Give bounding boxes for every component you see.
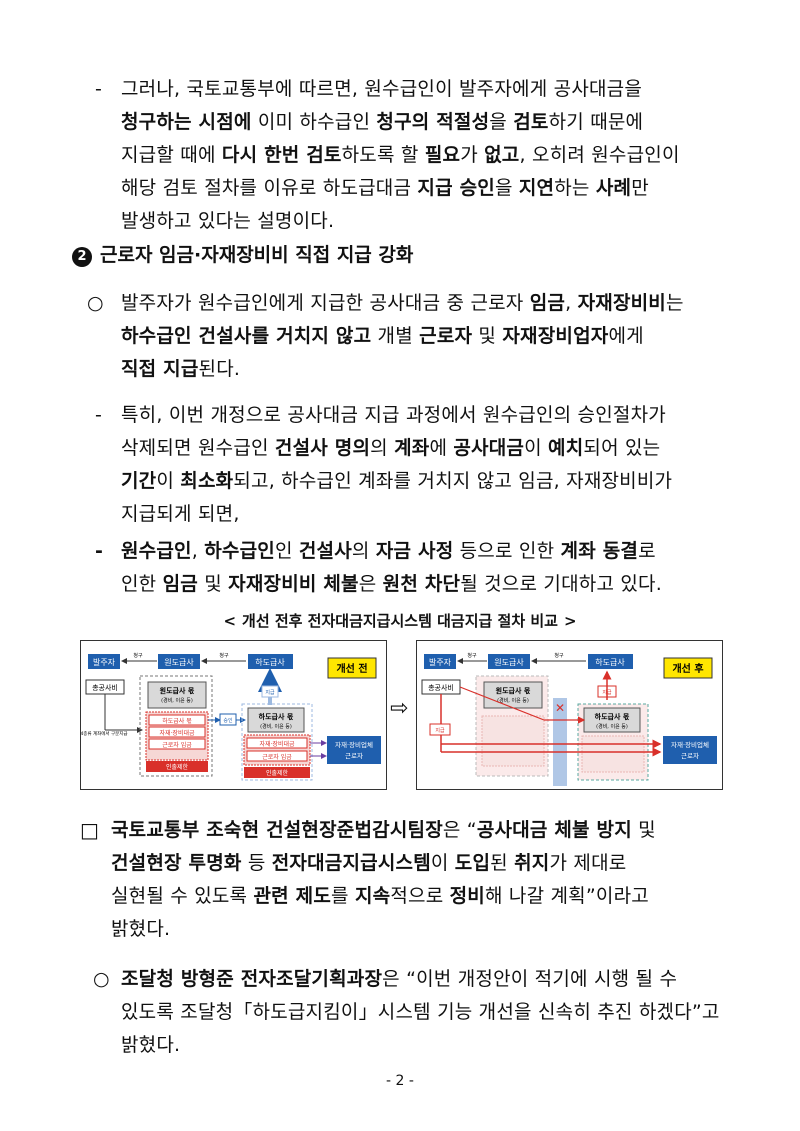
page-number: - 2 - <box>386 1073 414 1089</box>
after-prime-label: 원도급사 <box>494 658 524 667</box>
before-worker: 근로자 <box>345 751 363 760</box>
circle-marker: ○ <box>87 292 104 314</box>
text-line: 특히, 이번 개정으로 공사대금 지급 과정에서 원수급인의 승인절차가 <box>121 404 666 426</box>
section-number: 2 <box>72 247 92 267</box>
before-wage-box: 근로자 임금 <box>162 741 192 749</box>
before-claim2: 청구 <box>219 653 229 659</box>
before-withdraw1: 인출제한 <box>166 763 189 771</box>
before-withdraw2: 인출제한 <box>266 769 289 777</box>
after-prime-etc: 원도급사 몫 <box>496 686 531 695</box>
text-line: 인한 임금 및 자재장비비 체불은 원천 차단될 것으로 기대하고 있다. <box>121 573 662 595</box>
text-line: 하수급인 건설사를 거치지 않고 개별 근로자 및 자재장비업자에게 <box>121 325 644 347</box>
text-line: 원수급인, 하수급인인 건설사의 자금 사정 등으로 인한 계좌 동결로 <box>121 540 656 562</box>
before-pay: 지급 <box>265 689 275 696</box>
text-line: 해당 검토 절차를 이유로 하도급대금 지급 승인을 지연하는 사례만 <box>121 177 649 199</box>
after-sub-label: 하도급사 <box>595 657 625 667</box>
figure-title-open: < <box>223 612 237 630</box>
text-line: 청구하는 시점에 이미 하수급인 청구의 적절성을 검토하기 때문에 <box>121 111 644 133</box>
before-tag: 개선 전 <box>336 662 367 675</box>
comparison-arrow-icon: ⇨ <box>390 696 409 721</box>
dash-marker: - <box>95 540 103 562</box>
after-claim1: 청구 <box>467 653 477 659</box>
before-equip2: 자재·장비대금 <box>259 740 295 748</box>
section-heading: 2 근로자 임금·자재장비비 직접 지급 강화 <box>72 240 413 270</box>
text-line: 건설현장 투명화 등 전자대금지급시스템이 도입된 취지가 제대로 <box>111 852 627 874</box>
text-line: 삭제되면 원수급인 건설사 명의의 계좌에 공사대금이 예치되어 있는 <box>121 437 661 459</box>
blocked-x-icon: ✕ <box>555 701 565 715</box>
before-approve: 승인 <box>223 717 233 724</box>
figure-title: < 개선 전후 전자대금지급시스템 대금지급 절차 비교 > <box>0 610 800 631</box>
before-claim1: 청구 <box>133 653 143 659</box>
before-prime-etc-sub: (경비, 이윤 등) <box>161 697 193 704</box>
after-tag: 개선 후 <box>672 662 703 675</box>
before-supplier: 자재·장비업체 <box>335 740 373 749</box>
before-diagram: 발주자 원도급사 하도급사 청구 청구 개선 전 총공사비 4종류 계좌에서 구… <box>80 640 387 790</box>
before-sub-etc-sub: (경비, 이윤 등) <box>260 723 292 730</box>
after-sub-etc: 하도급사 몫 <box>595 712 630 721</box>
before-sub-label: 하도급사 <box>255 657 285 667</box>
text-line: 조달청 방형준 전자조달기획과장은 “이번 개정안이 적기에 시행 될 수 <box>121 968 678 990</box>
before-owner-label: 발주자 <box>93 657 116 667</box>
figure-title-text: 개선 전후 전자대금지급시스템 대금지급 절차 비교 <box>242 612 558 630</box>
text-line: 있도록 조달청「하도급지킴이」시스템 기능 개선을 신속히 추진 하겠다”고 <box>121 1001 720 1023</box>
figure-title-close: > <box>563 612 577 630</box>
after-claim2: 청구 <box>554 653 564 659</box>
dash-marker: - <box>95 404 102 426</box>
after-supplier: 자재·장비업체 <box>671 740 709 749</box>
text-line: 지급할 때에 다시 한번 검토하도록 할 필요가 없고, 오히려 원수급인이 <box>121 144 680 166</box>
dash-marker: - <box>95 78 102 100</box>
after-sub-etc-sub: (경비, 이윤 등) <box>596 723 628 730</box>
text-line: 실현될 수 있도록 관련 제도를 지속적으로 정비해 나갈 계획”이라고 <box>111 885 649 907</box>
section-title: 근로자 임금·자재장비비 직접 지급 강화 <box>100 244 414 266</box>
text-line: 직접 지급된다. <box>121 358 241 380</box>
before-sub-etc-box: 하도급사 몫 <box>162 717 192 725</box>
square-marker: □ <box>80 818 99 842</box>
text-line: 발주자가 원수급인에게 지급한 공사대금 중 근로자 임금, 자재장비비는 <box>121 292 684 314</box>
before-equip-box: 자재·장비대금 <box>159 729 195 737</box>
text-line: 발생하고 있다는 설명이다. <box>121 210 335 232</box>
before-sub-etc: 하도급사 몫 <box>259 712 294 721</box>
text-line: 지급되게 되면, <box>121 503 240 525</box>
after-worker: 근로자 <box>681 751 699 760</box>
circle-marker: ○ <box>93 968 110 990</box>
before-common: 총공사비 <box>92 683 118 692</box>
before-prime-label: 원도급사 <box>164 658 194 667</box>
after-common: 총공사비 <box>428 683 454 692</box>
before-prime-etc: 원도급사 몫 <box>160 686 195 695</box>
before-side-note: 4종류 계좌에서 구분지급 <box>80 730 127 737</box>
text-line: 기간이 최소화되고, 하수급인 계좌를 거치지 않고 임금, 자재장비비가 <box>121 470 673 492</box>
before-wage2: 근로자 임금 <box>262 753 292 761</box>
text-line: 밝혔다. <box>121 1034 181 1056</box>
after-prime-etc-sub: (경비, 이윤 등) <box>497 697 529 704</box>
after-pay1: 지급 <box>435 727 445 734</box>
text-line: 밝혔다. <box>111 918 171 940</box>
text-line: 그러나, 국토교통부에 따르면, 원수급인이 발주자에게 공사대금을 <box>121 78 643 100</box>
after-diagram: 발주자 원도급사 하도급사 청구 청구 개선 후 총공사비 원도급사 몫 (경비… <box>416 640 723 790</box>
after-owner-label: 발주자 <box>429 657 452 667</box>
text-line: 국토교통부 조숙현 건설현장준법감시팀장은 “공사대금 체불 방지 및 <box>111 819 656 841</box>
